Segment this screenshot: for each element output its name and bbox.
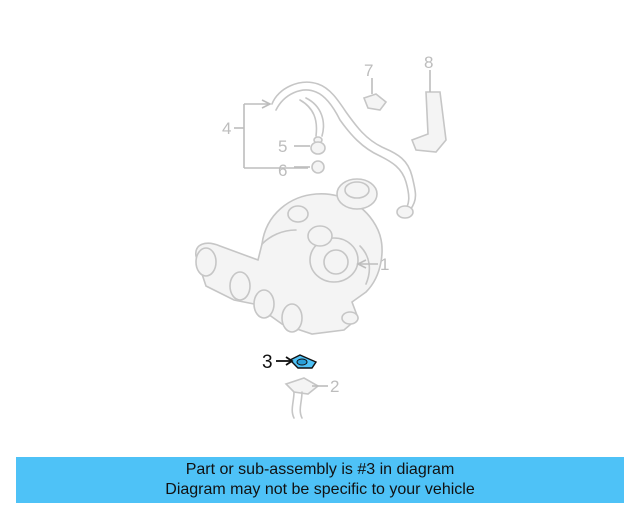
part-1-turbocharger [195,178,383,335]
callout-4: 4 [222,119,231,138]
callout-2: 2 [330,377,339,396]
part-8-bracket [410,70,447,153]
part-5-clamp [294,141,326,155]
callout-7: 7 [364,61,373,80]
banner-line-1: Part or sub-assembly is #3 in diagram [185,461,455,478]
part-3-gasket [276,354,318,369]
part-7-fitting [362,78,388,111]
callout-1: 1 [380,255,389,274]
part-4-hose [271,81,417,219]
banner-line-2: Diagram may not be specific to your vehi… [165,481,475,498]
part-6-clamp [294,160,325,174]
info-banner: Part or sub-assembly is #3 in diagram Di… [16,457,624,503]
callout-8: 8 [424,53,433,72]
callout-3: 3 [262,352,273,373]
callout-4-leader [234,99,308,169]
parts-diagram: 4 5 6 7 8 1 [195,53,447,419]
callout-5: 5 [278,137,287,156]
part-2-pipe [284,377,328,419]
callout-6: 6 [278,161,287,180]
